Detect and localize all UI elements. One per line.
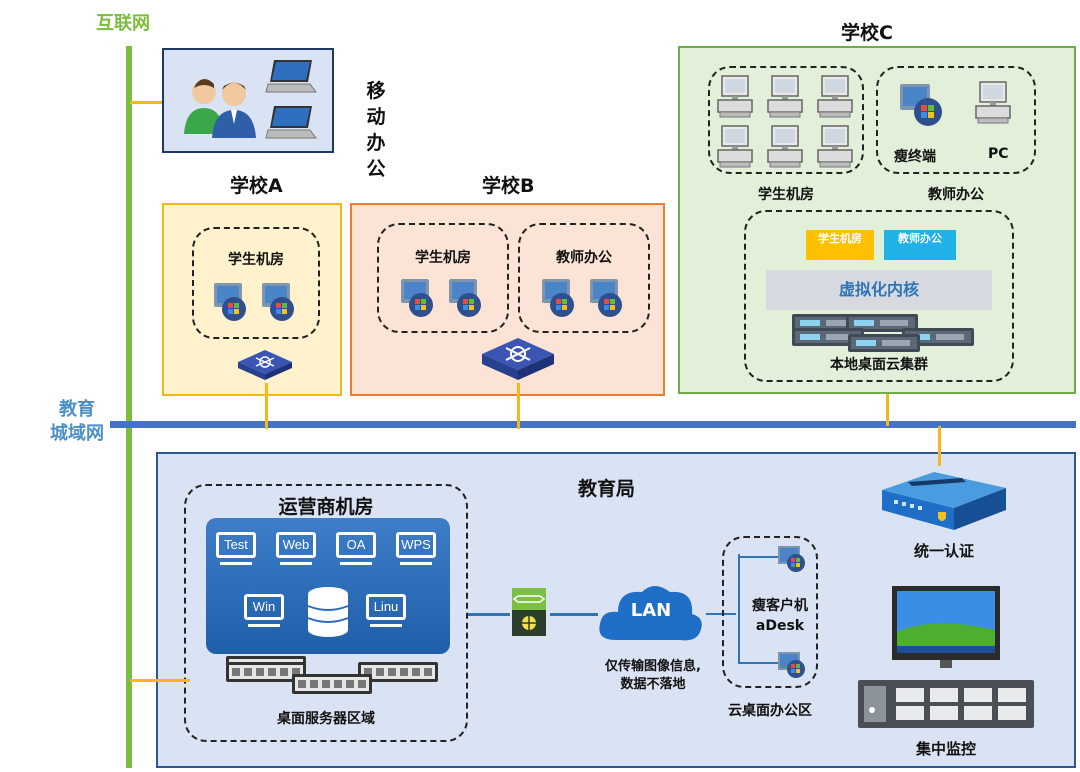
app-oa-icon: OA: [336, 532, 376, 558]
lan-label: LAN: [630, 600, 672, 621]
lan-cloud-icon: [599, 586, 702, 641]
stand-line: [280, 562, 312, 565]
school-b-link: [517, 383, 520, 429]
school-b-teacher-office-label: 教师办公: [556, 250, 612, 266]
app-web-icon: Web: [276, 532, 316, 558]
switch-icon: [482, 338, 554, 380]
network-link-line: [706, 613, 736, 615]
thin-client-icon: [778, 652, 805, 678]
unified-auth-label: 统一认证: [913, 542, 974, 560]
operator-room-group: 运营商机房 Test Web OA WPS Win Linu: [184, 484, 468, 742]
stand-line: [220, 562, 252, 565]
lan-note: 仅传输图像信息, 数据不落地: [605, 659, 701, 692]
operator-room-title: 运营商机房: [278, 496, 374, 518]
app-linux-icon: Linu: [366, 594, 406, 620]
centralized-monitor-label: 集中监控: [915, 740, 976, 758]
mobile-office-box: [162, 48, 334, 153]
branch-line: [738, 554, 740, 664]
laptop-icon: [265, 106, 317, 139]
cloud-office-label: 云桌面办公区: [728, 703, 812, 719]
virtual-desktop-pool: Test Web OA WPS Win Linu: [206, 518, 450, 654]
branch-line: [738, 556, 778, 558]
internet-label: 互联网: [96, 13, 150, 34]
mobile-office-label: 移 动 办 公: [366, 80, 386, 180]
school-c-teacher-office-group: 瘦终端 PC: [876, 66, 1036, 174]
school-a-link: [265, 383, 268, 429]
school-b-title: 学校B: [482, 175, 535, 197]
cluster-tag-student-lab: 学生机房: [806, 230, 874, 260]
gateway-switch-icon: [512, 588, 546, 636]
laptop-icon: [265, 60, 317, 93]
edu-network-label: 教育 城域网: [50, 399, 104, 444]
network-link-line: [550, 613, 598, 616]
school-c-student-lab-label: 学生机房: [758, 187, 814, 203]
monitor-icon: [892, 586, 1000, 668]
school-a-title: 学校A: [230, 175, 283, 197]
desktop-pc-icon: [975, 81, 1011, 124]
virtualization-kernel-bar: 虚拟化内核: [766, 270, 992, 310]
school-c-title: 学校C: [841, 22, 893, 44]
auth-link: [938, 426, 941, 466]
cluster-tag-teacher-office: 教师办公: [884, 230, 956, 260]
desktop-windows-icon: [542, 279, 622, 317]
education-bureau-title: 教育局: [578, 478, 636, 500]
school-a-student-lab-label: 学生机房: [228, 252, 284, 268]
switch-icon: [238, 350, 292, 380]
app-test-icon: Test: [216, 532, 256, 558]
thin-client-label: 瘦客户机 aDesk: [752, 598, 808, 634]
monitor-server-icon: [858, 680, 1034, 728]
school-c-link: [886, 394, 889, 426]
server-cluster-icon: [792, 314, 974, 352]
app-wps-icon: WPS: [396, 532, 436, 558]
app-win-icon: Win: [244, 594, 284, 620]
local-cloud-cluster-label: 本地桌面云集群: [830, 357, 928, 373]
internet-trunk-line: [126, 46, 132, 768]
thin-client-icon: [778, 546, 805, 572]
stand-line: [400, 562, 432, 565]
users-icon: [184, 79, 256, 138]
stand-line: [370, 624, 402, 627]
school-c-student-lab-group: [708, 66, 864, 174]
school-c-box: 学生机房 瘦终端 PC 教师办公 学生机房 教师办公 虚拟化内核: [678, 46, 1076, 394]
server-zone-label: 桌面服务器区域: [277, 711, 375, 727]
thin-terminal-icon: [900, 84, 942, 126]
server-rack-icon: [226, 656, 438, 694]
desktop-windows-icon: [401, 279, 481, 317]
network-link-line: [468, 613, 510, 616]
thin-terminal-label: 瘦终端: [894, 149, 936, 165]
firewall-auth-icon: [882, 472, 1006, 530]
mobile-office-link: [130, 101, 162, 104]
pc-label: PC: [988, 146, 1009, 162]
edu-network-line: [110, 421, 1076, 428]
cloud-office-group: 瘦客户机 aDesk: [722, 536, 818, 688]
bureau-internet-link: [130, 679, 190, 682]
desktop-pc-icon: [717, 75, 853, 168]
school-b-student-lab-group: 学生机房: [377, 223, 509, 333]
database-icon: [307, 587, 349, 637]
stand-line: [340, 562, 372, 565]
school-a-student-lab-group: 学生机房: [192, 227, 320, 339]
education-bureau-box: 教育局 运营商机房 Test Web OA WPS Win Linu: [156, 452, 1076, 768]
branch-line: [738, 662, 778, 664]
school-b-student-lab-label: 学生机房: [415, 250, 471, 266]
school-b-teacher-office-group: 教师办公: [518, 223, 650, 333]
desktop-windows-icon: [214, 283, 294, 321]
local-cloud-cluster-group: 学生机房 教师办公 虚拟化内核 本地桌面云集群: [744, 210, 1014, 382]
school-c-teacher-office-label: 教师办公: [928, 187, 984, 203]
stand-line: [248, 624, 280, 627]
